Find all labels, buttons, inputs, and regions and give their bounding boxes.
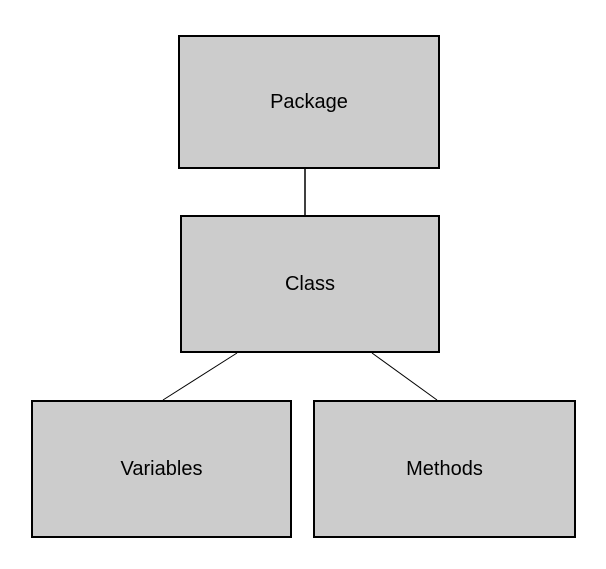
edge-class-variables bbox=[162, 352, 238, 401]
node-methods[interactable]: Methods bbox=[313, 400, 576, 538]
node-package[interactable]: Package bbox=[178, 35, 440, 169]
node-class-label: Class bbox=[284, 273, 335, 295]
node-package-label: Package bbox=[270, 91, 348, 113]
edge-class-methods bbox=[371, 352, 438, 401]
node-class[interactable]: Class bbox=[180, 215, 440, 353]
node-methods-label: Methods bbox=[406, 458, 483, 480]
node-variables-label: Variables bbox=[120, 458, 203, 480]
node-variables[interactable]: Variables bbox=[31, 400, 292, 538]
